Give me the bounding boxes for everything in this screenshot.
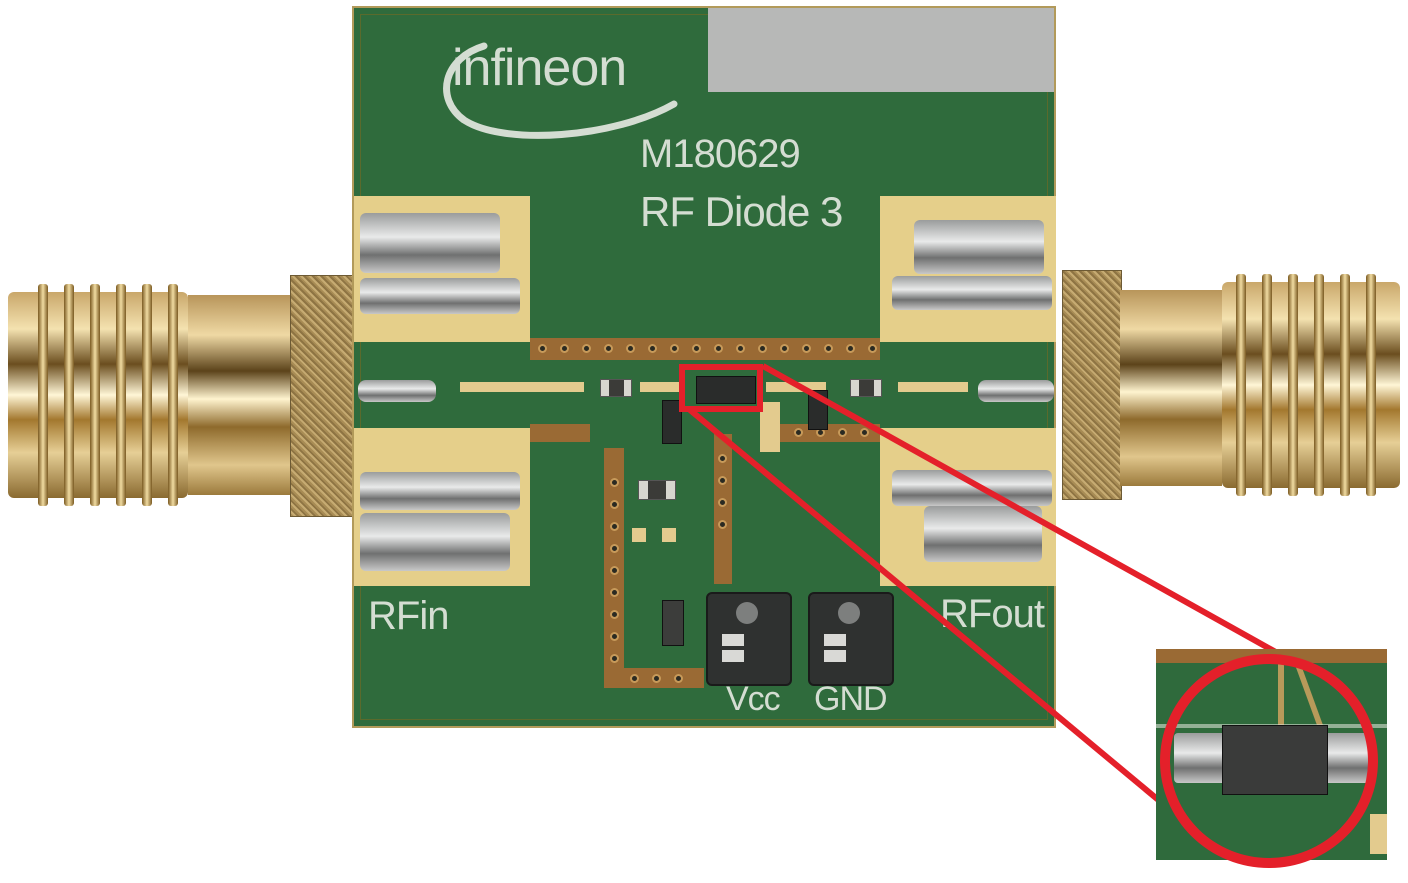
vcc-label: Vcc <box>726 680 781 718</box>
logo-text: infineon <box>452 39 627 97</box>
ground-via-fence <box>530 424 590 442</box>
inset-pad <box>1370 814 1387 854</box>
vcc-connector <box>706 592 792 686</box>
gnd-label: GND <box>814 680 888 718</box>
highlight-circle <box>1160 654 1378 868</box>
capacitor-output <box>850 379 882 397</box>
ground-via-fence-top <box>530 338 880 360</box>
gnd-connector <box>808 592 894 686</box>
solder-joint <box>360 278 520 314</box>
highlight-box <box>679 364 763 412</box>
board-id-label: M180629 <box>640 132 801 176</box>
rf-trace-output <box>898 382 968 392</box>
solder-joint <box>892 276 1052 310</box>
rfout-label: RFout <box>940 592 1045 636</box>
test-pad <box>662 528 676 542</box>
solder-joint <box>360 513 510 571</box>
blank-label-area <box>708 8 1054 92</box>
test-pad <box>632 528 646 542</box>
solder-joint <box>924 506 1042 562</box>
solder-joint <box>360 472 520 510</box>
rfin-label: RFin <box>368 594 449 638</box>
board-name-label: RF Diode 3 <box>640 188 843 235</box>
rf-trace-input <box>460 382 584 392</box>
ground-via-fence-right <box>714 434 732 584</box>
center-pin-output <box>978 380 1054 402</box>
capacitor-decoupling <box>662 600 684 646</box>
resistor <box>638 480 676 500</box>
rf-diode <box>696 376 756 404</box>
center-pin-input <box>358 380 436 402</box>
inductor <box>662 400 682 444</box>
capacitor-input <box>600 379 632 397</box>
ground-via-fence <box>778 424 880 442</box>
solder-joint <box>914 220 1044 274</box>
solder-joint <box>360 213 500 273</box>
solder-joint <box>892 470 1052 506</box>
rf-trace <box>640 382 680 392</box>
bias-pad <box>760 402 780 452</box>
board-outline <box>360 14 1048 720</box>
